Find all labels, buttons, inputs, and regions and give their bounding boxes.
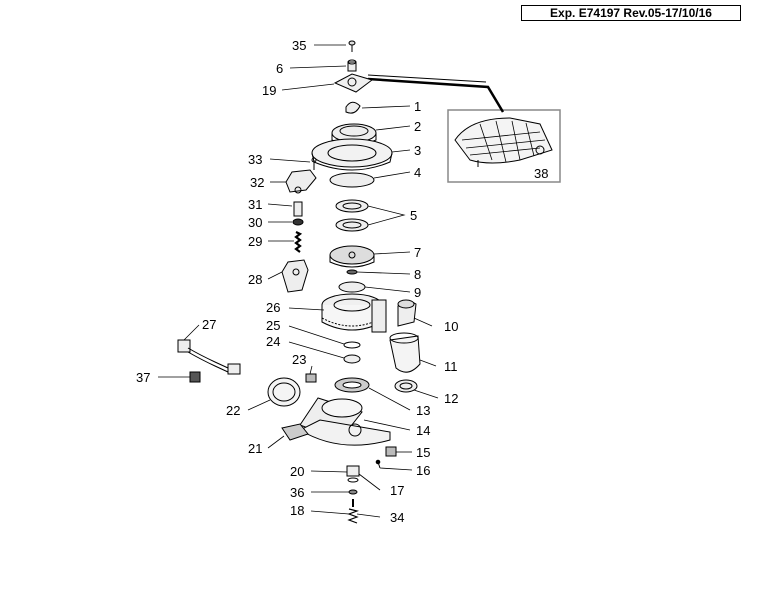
part-11-inlet: [389, 332, 421, 373]
part-7-cutter: [329, 245, 375, 268]
callout-13: 13: [416, 403, 430, 418]
callout-21: 21: [248, 441, 262, 456]
part-22-clamp: [267, 377, 301, 407]
part-5-rings: [335, 199, 369, 232]
callout-1: 1: [414, 99, 421, 114]
callout-22: 22: [226, 403, 240, 418]
part-6-bushing: [347, 59, 357, 72]
part-27-cable: [177, 339, 241, 375]
callout-labels: 1 2 3 4 5 6 7 8 9 10 11 12 13 14 15 16 1…: [136, 38, 548, 525]
part-17-cap: [346, 465, 360, 477]
callout-27: 27: [202, 317, 216, 332]
callout-37: 37: [136, 370, 150, 385]
part-36-washer: [348, 489, 358, 495]
part-4-gasket: [329, 172, 375, 188]
part-16-screw: [375, 459, 381, 469]
callout-7: 7: [414, 245, 421, 260]
callout-30: 30: [248, 215, 262, 230]
callout-4: 4: [414, 165, 421, 180]
part-14-motor: [298, 397, 391, 446]
callout-11: 11: [444, 359, 458, 374]
part-3-lid: [311, 138, 393, 171]
part-9-seal: [338, 281, 366, 293]
part-26-housing: [321, 293, 387, 333]
callout-14: 14: [416, 423, 430, 438]
part-25-washer: [343, 341, 361, 349]
callout-24: 24: [266, 334, 280, 349]
callout-32: 32: [250, 175, 264, 190]
part-18-spring: [347, 508, 360, 524]
part-23-clip: [305, 373, 317, 383]
part-35-screw: [348, 40, 356, 52]
callout-3: 3: [414, 143, 421, 158]
callout-18: 18: [290, 503, 304, 518]
callout-19: 19: [262, 83, 276, 98]
callout-5: 5: [410, 208, 417, 223]
callout-8: 8: [414, 267, 421, 282]
leader-lines: [158, 44, 439, 518]
part-37-connector: [189, 371, 201, 383]
callout-25: 25: [266, 318, 280, 333]
callout-38: 38: [534, 166, 548, 181]
part-1-clip: [345, 101, 361, 114]
part-24-washer: [343, 354, 361, 364]
callout-2: 2: [414, 119, 421, 134]
part-21-bracket: [281, 423, 309, 441]
part-33-screw: [311, 157, 317, 170]
part-20-washer: [347, 477, 359, 483]
callout-33: 33: [248, 152, 262, 167]
part-8-seal: [346, 269, 358, 275]
part-31-valve: [293, 201, 303, 217]
part-12-ring: [394, 379, 418, 393]
callout-29: 29: [248, 234, 262, 249]
callout-36: 36: [290, 485, 304, 500]
inset-box: [447, 109, 561, 183]
callout-35: 35: [292, 38, 306, 53]
part-19-cover: [333, 73, 374, 93]
callout-26: 26: [266, 300, 280, 315]
callout-10: 10: [444, 319, 458, 334]
part-13-gear: [334, 377, 370, 393]
callout-12: 12: [444, 391, 458, 406]
callout-9: 9: [414, 285, 421, 300]
part-15-clip: [385, 446, 397, 457]
callout-15: 15: [416, 445, 430, 460]
callout-20: 20: [290, 464, 304, 479]
callout-17: 17: [390, 483, 404, 498]
callout-6: 6: [276, 61, 283, 76]
part-29-spring: [294, 231, 303, 253]
part-38-plate: [454, 117, 553, 167]
drawing-code-box: Exp. E74197 Rev.05-17/10/16: [521, 5, 741, 21]
callout-28: 28: [248, 272, 262, 287]
callout-34: 34: [390, 510, 404, 525]
part-10-flange: [397, 299, 417, 327]
callout-23: 23: [292, 352, 306, 367]
part-32-bracket: [285, 169, 317, 194]
part-30-nut: [292, 218, 304, 226]
part-28-bracket: [281, 259, 309, 293]
callout-16: 16: [416, 463, 430, 478]
callout-31: 31: [248, 197, 262, 212]
